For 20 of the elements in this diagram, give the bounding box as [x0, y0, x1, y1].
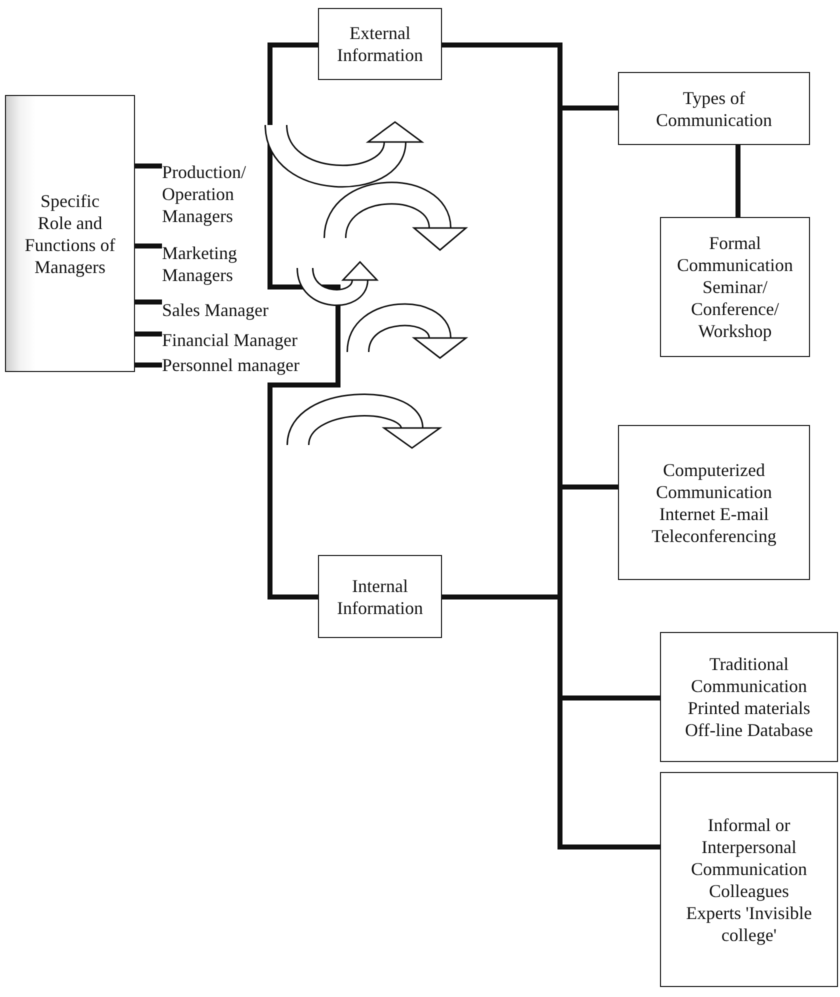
box-label: Internal Information	[336, 574, 424, 618]
box-label: Informal or Interpersonal Communication Colleagues Experts 'Invisible college'	[685, 814, 813, 946]
process-box	[618, 72, 810, 145]
process-box	[318, 8, 442, 80]
box-label: Specific Role and Functions of Managers	[24, 190, 116, 278]
role-label: Sales Manager	[162, 299, 268, 321]
process-box	[618, 425, 810, 580]
box-label: Computerized Communication Internet E-mail Teleconferencing	[650, 458, 778, 546]
box-label: Formal Communication Seminar/ Conference/ Workshop	[676, 232, 794, 342]
role-label: Financial Manager	[162, 329, 298, 351]
process-box	[5, 95, 135, 372]
process-box	[660, 217, 810, 357]
box-label: External Information	[336, 22, 424, 66]
process-box	[660, 632, 838, 762]
box-label: Types of Communication	[655, 86, 773, 130]
process-box	[318, 555, 442, 638]
connector-line	[268, 42, 340, 600]
box-label: Traditional Communication Printed materials Off-line Database	[684, 653, 814, 741]
connector-line	[736, 142, 740, 220]
process-box	[660, 772, 838, 987]
